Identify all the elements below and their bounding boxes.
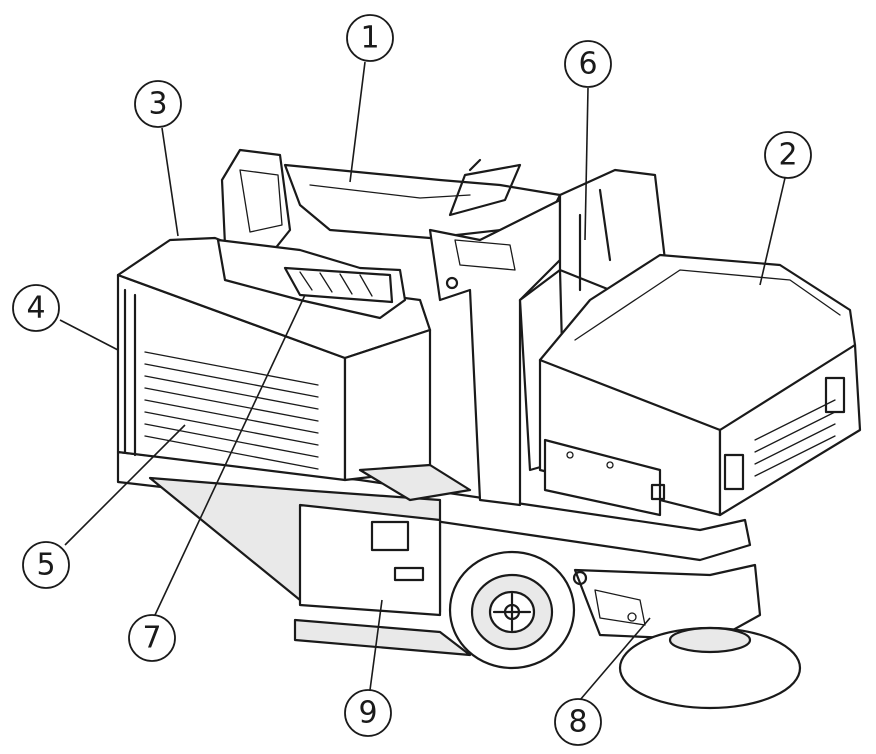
callout-5-label: 5 xyxy=(36,548,55,583)
side-brush-assembly xyxy=(572,563,802,710)
leader-6 xyxy=(584,87,589,241)
callout-7-label: 7 xyxy=(142,621,161,656)
callout-5: 5 xyxy=(22,541,70,589)
callout-4: 4 xyxy=(12,284,60,332)
leader-8 xyxy=(579,617,651,701)
callout-7: 7 xyxy=(128,614,176,662)
callout-8: 8 xyxy=(554,698,602,746)
operator-seat xyxy=(216,148,407,320)
callout-9: 9 xyxy=(344,689,392,737)
callout-6-label: 6 xyxy=(578,47,597,82)
vent-grille xyxy=(144,351,319,470)
leader-2 xyxy=(759,177,786,286)
callout-8-label: 8 xyxy=(568,705,587,740)
front-wheel xyxy=(448,550,576,670)
leader-4 xyxy=(59,319,119,351)
leader-7 xyxy=(154,294,306,616)
leader-3 xyxy=(161,127,179,237)
callout-6: 6 xyxy=(564,40,612,88)
leader-1 xyxy=(349,61,366,183)
callout-2-label: 2 xyxy=(778,138,797,173)
leader-5 xyxy=(64,424,186,546)
callout-3-label: 3 xyxy=(148,87,167,122)
callout-3: 3 xyxy=(134,80,182,128)
steering-console xyxy=(428,158,562,507)
front-hood xyxy=(538,253,862,517)
lower-compartment xyxy=(293,503,472,657)
leader-9 xyxy=(369,599,383,691)
callout-1-label: 1 xyxy=(360,21,379,56)
callout-9-label: 9 xyxy=(358,696,377,731)
callout-4-label: 4 xyxy=(26,291,45,326)
callout-1: 1 xyxy=(346,14,394,62)
callout-2: 2 xyxy=(764,131,812,179)
leader-lines xyxy=(59,61,786,701)
